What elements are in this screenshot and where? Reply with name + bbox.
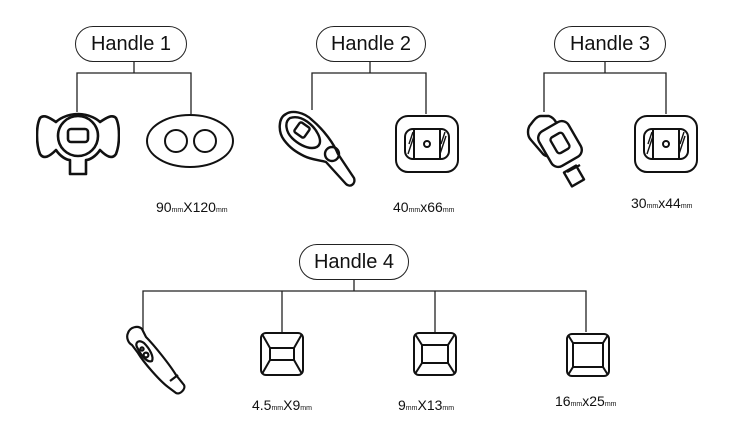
handle-1-title: Handle 1	[75, 26, 187, 62]
square-bevel-mount-icon	[566, 333, 610, 377]
square-bevel-mount-icon	[260, 332, 304, 376]
square-rail-mount-icon	[634, 115, 698, 173]
teardrop-remote-handle-icon	[278, 110, 356, 187]
square-bevel-mount-icon	[413, 332, 457, 376]
connector-handle-3	[543, 72, 667, 114]
handle-4-title: Handle 4	[299, 244, 409, 280]
handle-3-title: Handle 3	[554, 26, 666, 62]
handle-2-dimension: 40mmx66mm	[393, 199, 455, 215]
pen-handle-icon	[126, 325, 186, 395]
square-rail-mount-icon	[395, 115, 459, 173]
connector-handle-4	[142, 290, 587, 332]
handle-3-dimension: 30mmx44mm	[631, 195, 693, 211]
connector-handle-1	[76, 72, 192, 114]
connector-handle-2	[311, 72, 427, 114]
handle-4-dimension-1: 4.5mmX9mm	[252, 397, 312, 413]
butterfly-handle-icon	[36, 112, 120, 176]
handle-4-dimension-3: 16mmx25mm	[555, 393, 617, 409]
handle-1-dimension: 90mmX120mm	[156, 199, 228, 215]
oval-two-hole-mount-icon	[146, 114, 234, 168]
handle-2-title: Handle 2	[316, 26, 426, 62]
handle-4-dimension-2: 9mmX13mm	[398, 397, 455, 413]
clip-handle-icon	[526, 114, 586, 188]
